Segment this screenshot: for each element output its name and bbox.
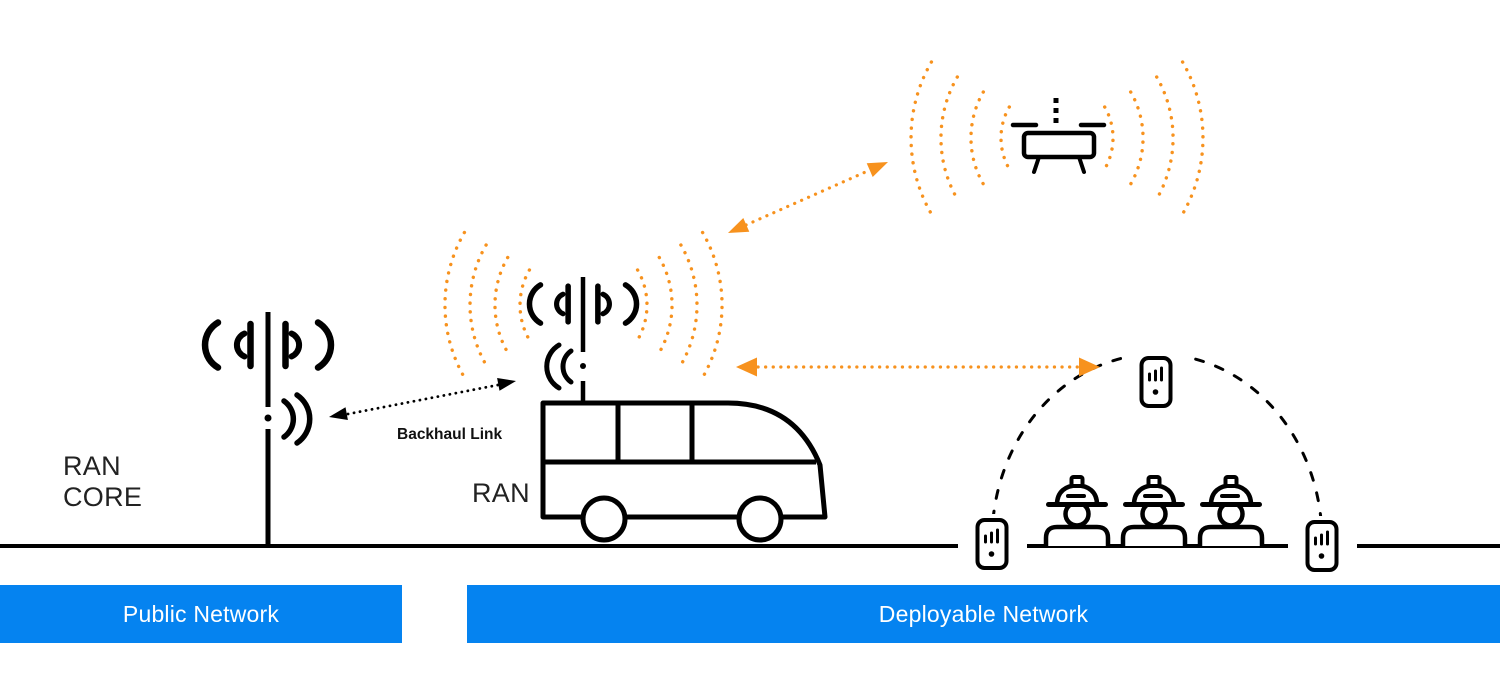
van-antenna-icon (529, 277, 636, 404)
backhaul-arrow (329, 378, 516, 420)
van-users-link-arrow (736, 357, 1100, 377)
van-icon (540, 400, 828, 543)
van-drone-link-arrow (728, 162, 888, 233)
drone-radio-waves-icon (909, 60, 1205, 216)
public-network-label: Public Network (122, 600, 280, 627)
worker-icon (1123, 477, 1185, 546)
van-radio-waves-icon (443, 230, 724, 380)
deployable-network-bar: Deployable Network (467, 585, 1500, 643)
backhaul-link-label: Backhaul Link (397, 426, 503, 443)
worker-icon (1200, 477, 1262, 546)
phone-icon (956, 512, 1028, 576)
public-network-bar: Public Network (0, 585, 402, 643)
ran-label: RAN (472, 478, 530, 508)
worker-icon (1046, 477, 1108, 546)
cell-tower-icon (205, 312, 331, 546)
deployable-network-label: Deployable Network (878, 600, 1089, 627)
drone-icon (1010, 98, 1107, 174)
ran-core-label: RAN CORE (63, 451, 143, 512)
phone-icon (1286, 514, 1358, 578)
phone-icon (1120, 350, 1192, 414)
